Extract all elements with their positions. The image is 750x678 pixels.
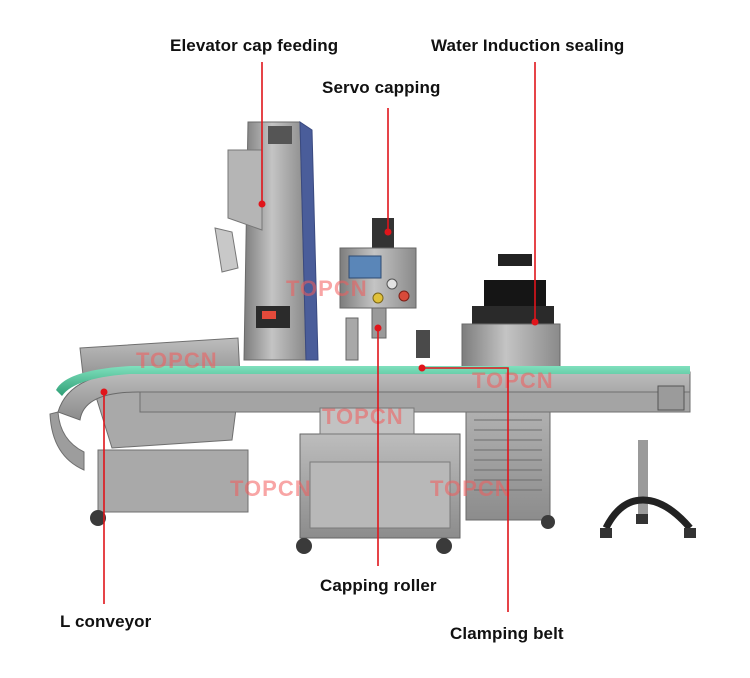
label-clamping-belt: Clamping belt <box>450 624 564 643</box>
leader-dot <box>100 388 108 396</box>
leader-clamping <box>422 367 509 612</box>
label-water-induction-sealing: Water Induction sealing <box>431 36 625 55</box>
leader-dot <box>384 228 392 236</box>
watermark: TOPCN <box>472 368 554 393</box>
label-elevator-cap-feeding: Elevator cap feeding <box>170 36 339 55</box>
watermark: TOPCN <box>136 348 218 373</box>
servo-capping-head <box>339 218 430 361</box>
label-l-conveyor: L conveyor <box>60 612 152 631</box>
leader-dot <box>418 364 426 372</box>
leader-dot <box>258 200 266 208</box>
machine-base <box>97 407 461 539</box>
watermark: TOPCN <box>430 476 512 501</box>
leader-lines <box>100 62 539 612</box>
elevator-tower <box>214 121 319 361</box>
l-conveyor <box>49 366 691 471</box>
casters <box>90 440 696 554</box>
watermark: TOPCN <box>230 476 312 501</box>
leader-dot <box>374 324 382 332</box>
leader-dot <box>531 318 539 326</box>
watermark: TOPCN <box>322 404 404 429</box>
label-capping-roller: Capping roller <box>320 576 437 595</box>
watermark: TOPCN <box>286 276 368 301</box>
label-servo-capping: Servo capping <box>322 78 441 97</box>
